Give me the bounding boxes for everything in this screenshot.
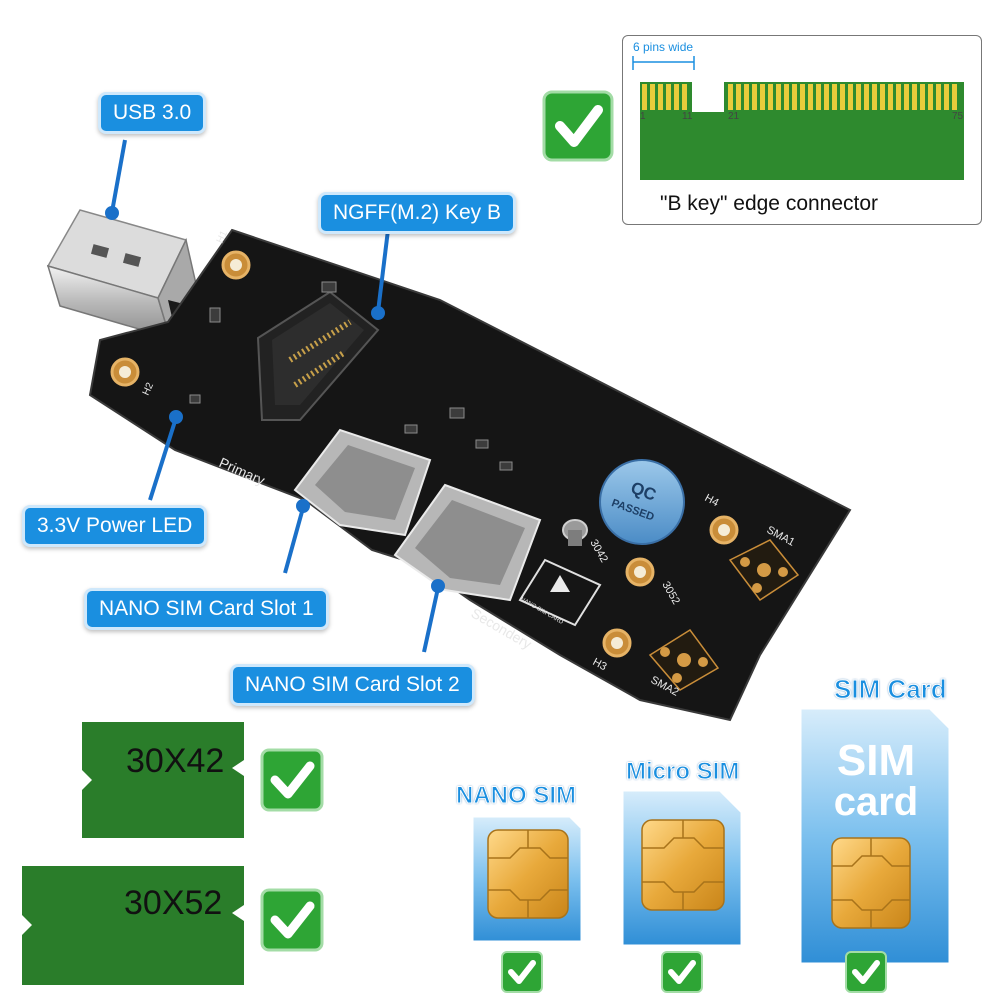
- silk-h2: H2: [141, 381, 157, 398]
- sim-card-title: SIM Card: [834, 674, 948, 705]
- pin-number-75: 75: [952, 111, 964, 122]
- callout-sim-slot-2: NANO SIM Card Slot 2: [230, 664, 475, 706]
- mounting-hole-h3: [602, 628, 632, 658]
- edge-pin: [816, 84, 821, 110]
- edge-pin: [952, 84, 957, 110]
- pin-number-1: 1: [640, 111, 646, 122]
- sma2-pad: [648, 628, 720, 691]
- edge-pin: [912, 84, 917, 110]
- edge-pin: [880, 84, 885, 110]
- edge-pin: [776, 84, 781, 110]
- edge-pin: [800, 84, 805, 110]
- edge-pin: [760, 84, 765, 110]
- silk-h3: H3: [591, 656, 609, 673]
- sim-slot-1: [293, 428, 432, 537]
- module-30x52: [22, 866, 244, 985]
- nano-sim-marking: [518, 558, 602, 627]
- module-30x42: [82, 722, 244, 838]
- sim-slot-2: [393, 483, 542, 602]
- mounting-hole-h4: [709, 515, 739, 545]
- sim-card-line1: SIM: [837, 736, 915, 785]
- callout-power-led: 3.3V Power LED: [22, 505, 208, 547]
- edge-pin: [728, 84, 733, 110]
- check-icon-30x52: [260, 888, 324, 952]
- edge-pin: [888, 84, 893, 110]
- check-icon-micro: [661, 951, 703, 993]
- standoff-3042: [562, 519, 588, 546]
- edge-pin: [896, 84, 901, 110]
- edge-pin: [736, 84, 741, 110]
- edge-pin: [752, 84, 757, 110]
- edge-pin: [744, 84, 749, 110]
- edge-pin: [928, 84, 933, 110]
- sim-card-line2: card: [834, 780, 919, 824]
- edge-pin: [840, 84, 845, 110]
- callout-usb: USB 3.0: [98, 92, 207, 134]
- edge-pin: [904, 84, 909, 110]
- mounting-hole-h1: [221, 250, 251, 280]
- check-icon-nano: [501, 951, 543, 993]
- mounting-hole-h2: [110, 357, 140, 387]
- standard-sim-card: SIM card: [798, 706, 952, 966]
- edge-pin: [936, 84, 941, 110]
- pin-number-11: 11: [682, 111, 693, 122]
- check-icon-30x42: [260, 748, 324, 812]
- edge-pin: [856, 84, 861, 110]
- silk-h1: H1: [215, 229, 231, 246]
- edge-pin: [792, 84, 797, 110]
- check-icon-edge: [542, 90, 614, 162]
- micro-sim-card: [620, 788, 744, 948]
- mounting-hole-3052: [625, 557, 655, 587]
- module-label-30x52: 30X52: [124, 884, 223, 922]
- silk-h4: H4: [703, 492, 721, 509]
- module-label-30x42: 30X42: [126, 742, 225, 780]
- edge-pin: [784, 84, 789, 110]
- callout-leaders: [105, 139, 445, 653]
- edge-pins-right: [728, 84, 957, 110]
- sma1-pad: [728, 539, 800, 602]
- smd-components: [189, 281, 513, 471]
- pins-wide-label: 6 pins wide: [633, 40, 694, 54]
- edge-connector-diagram: [632, 56, 964, 180]
- callout-sim-slot-1: NANO SIM Card Slot 1: [84, 588, 329, 630]
- nano-sim-card: [470, 814, 584, 944]
- callout-ngff: NGFF(M.2) Key B: [318, 192, 517, 234]
- nano-sim-title: NANO SIM: [456, 782, 577, 810]
- edge-pin: [824, 84, 829, 110]
- edge-pin: [944, 84, 949, 110]
- edge-pin: [808, 84, 813, 110]
- check-icon-simcard: [845, 951, 887, 993]
- edge-connector-caption: "B key" edge connector: [660, 192, 879, 215]
- edge-pin: [872, 84, 877, 110]
- edge-pin: [832, 84, 837, 110]
- micro-sim-title: Micro SIM: [625, 758, 740, 786]
- edge-pins-left: [642, 84, 687, 110]
- m2-slot: [256, 290, 380, 421]
- edge-pin: [920, 84, 925, 110]
- edge-pin: [768, 84, 773, 110]
- qc-passed-sticker: [599, 459, 685, 545]
- edge-pin: [848, 84, 853, 110]
- pin-number-21: 21: [728, 111, 740, 122]
- edge-pin: [864, 84, 869, 110]
- pcb-board: H1 H2 H4 H3 Primary Secondery 3042 3052 …: [88, 229, 852, 722]
